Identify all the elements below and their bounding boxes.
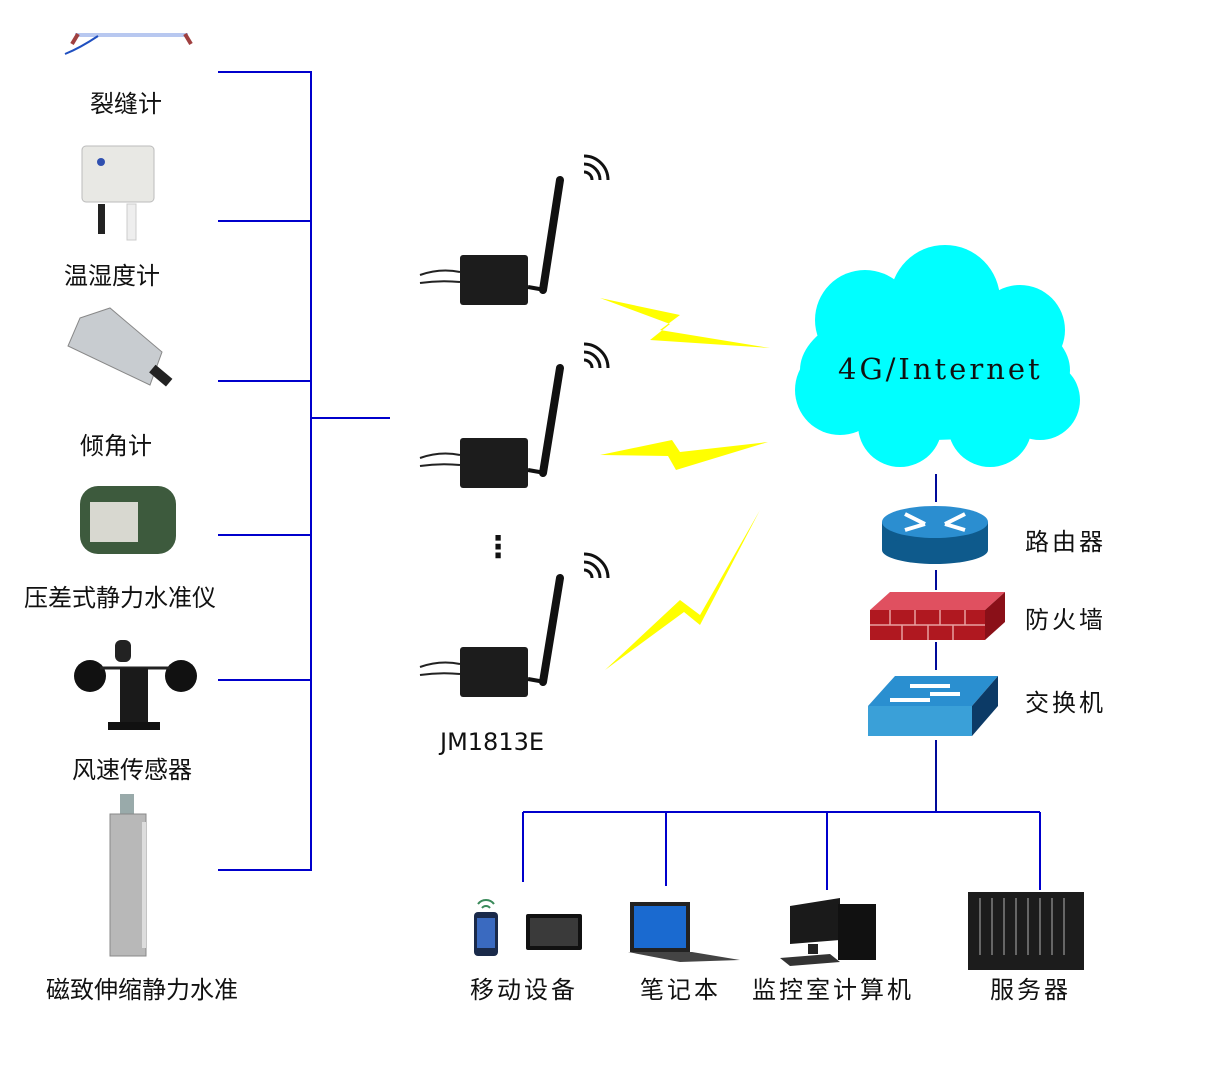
gateway-device-2: [419, 364, 564, 488]
wifi-signal-icon: [583, 552, 610, 579]
sensor-label-wind-speed: 风速传感器: [72, 756, 192, 784]
magnetostrictive-icon: [109, 794, 147, 957]
firewall-icon: [870, 592, 1005, 640]
router-icon: [882, 506, 988, 564]
client-label-mobile: 移动设备: [470, 976, 578, 1004]
mobile-devices-icon: [474, 899, 582, 956]
gateway-label: JM1813E: [440, 728, 545, 756]
sensor-label-pressure-level: 压差式静力水准仪: [24, 584, 216, 612]
sensor-label-magnetostrictive: 磁致伸缩静力水准: [46, 976, 238, 1004]
anemometer-icon: [74, 640, 197, 730]
client-label-monitoring-computer: 监控室计算机: [752, 976, 914, 1004]
wifi-signal-icon: [583, 154, 610, 181]
client-label-laptop: 笔记本: [640, 976, 721, 1004]
inclinometer-icon: [67, 307, 173, 387]
server-rack-icon: [968, 892, 1084, 970]
switch-label: 交换机: [1025, 689, 1106, 717]
firewall-label: 防火墙: [1025, 606, 1106, 634]
router-label: 路由器: [1025, 528, 1106, 556]
wireless-link-2: [600, 440, 768, 470]
crack-meter-icon: [64, 32, 193, 55]
client-label-server: 服务器: [990, 976, 1071, 1004]
desktop-computer-icon: [780, 898, 876, 966]
laptop-icon: [628, 902, 740, 962]
sensor-label-crack-meter: 裂缝计: [90, 90, 162, 118]
gateway-device-3: [419, 574, 564, 697]
gateway-device-1: [419, 176, 564, 305]
temperature-humidity-icon: [81, 145, 155, 241]
sensor-label-inclinometer: 倾角计: [80, 432, 152, 460]
sensor-label-temperature-humidity: 温湿度计: [64, 262, 160, 290]
more-gateways-ellipsis: ⋮: [483, 530, 513, 565]
cloud-label: 4G/Internet: [838, 352, 1043, 386]
wireless-link-1: [600, 298, 770, 348]
internet-cloud: [795, 245, 1080, 467]
sensor-bus: [218, 71, 390, 871]
client-bus: [522, 811, 1041, 890]
switch-icon: [868, 676, 998, 736]
wireless-link-3: [605, 510, 760, 670]
pressure-level-icon: [80, 486, 176, 554]
wifi-signal-icon: [583, 342, 610, 369]
